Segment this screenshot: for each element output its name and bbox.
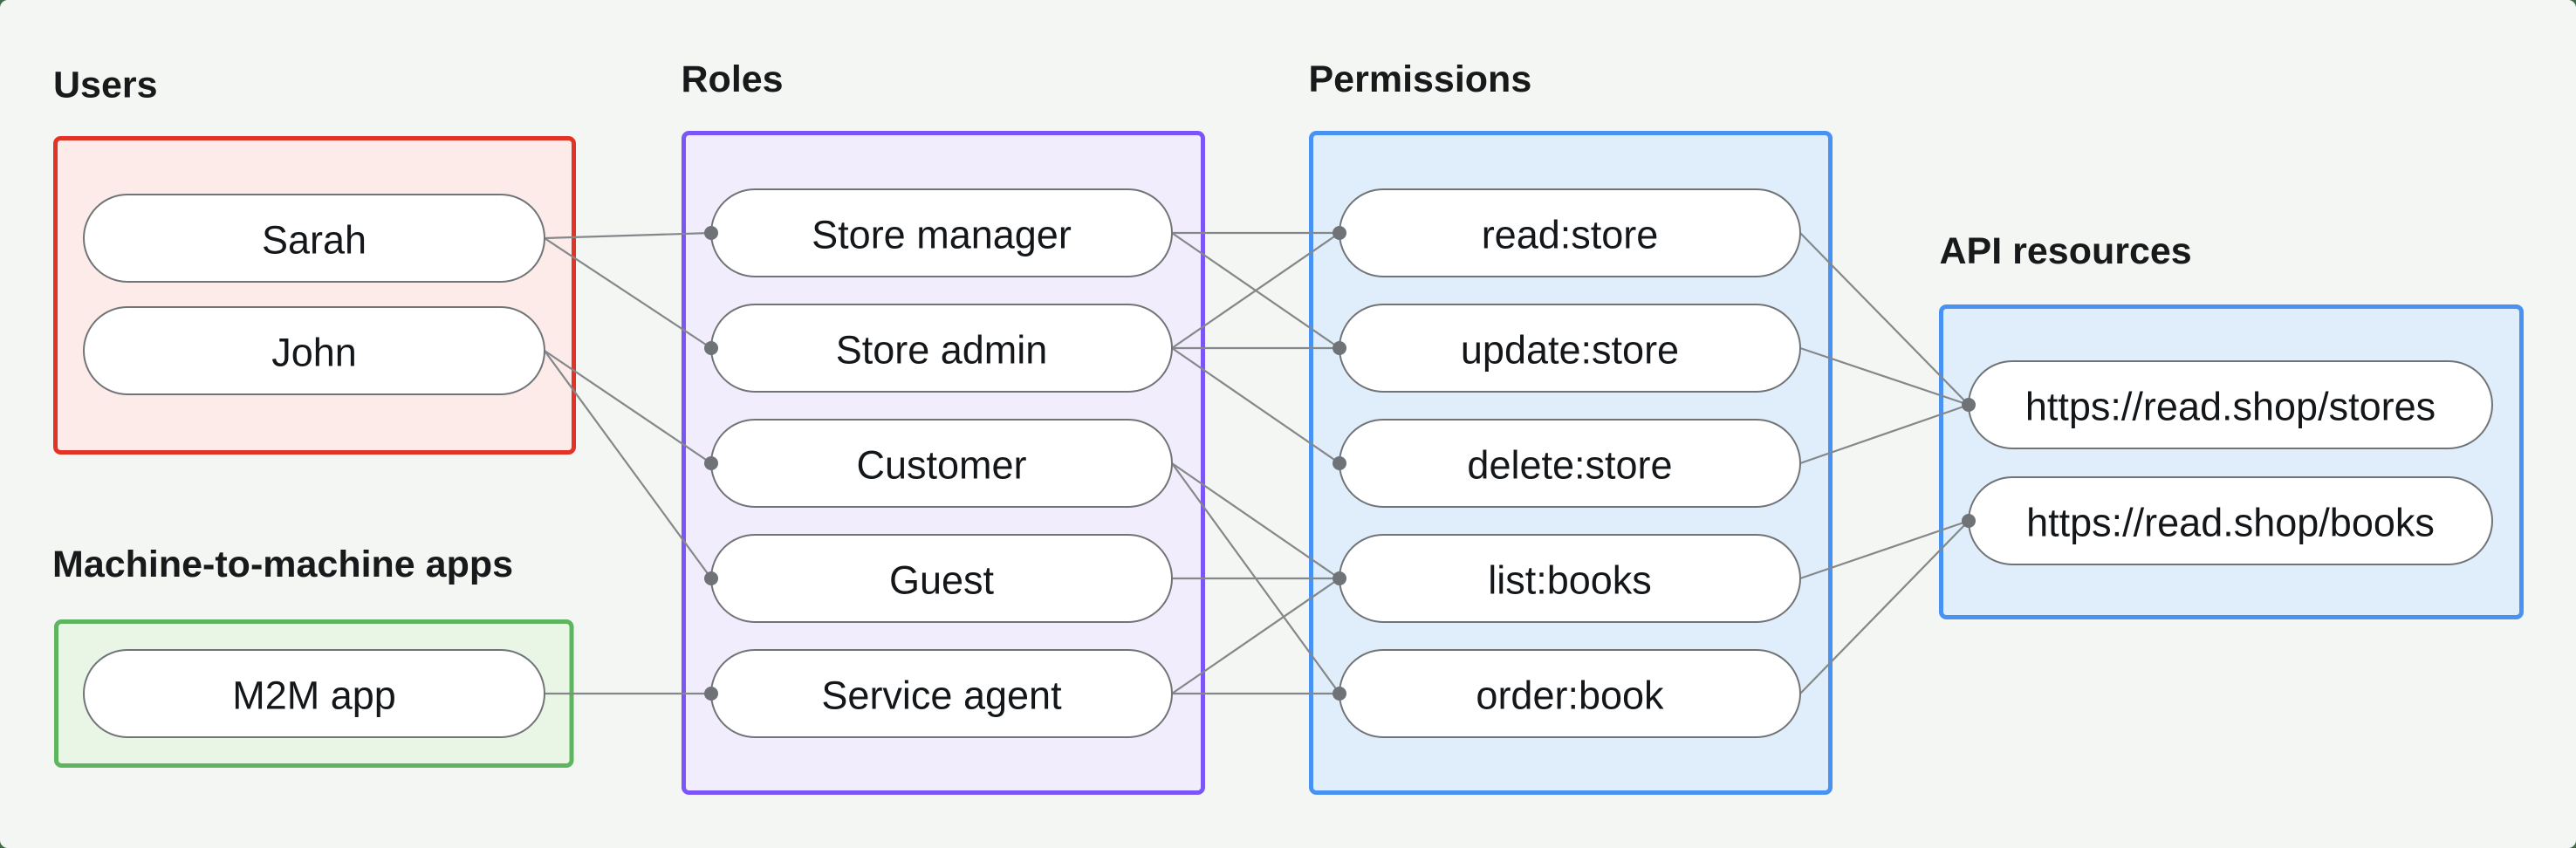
svg-text:update:store: update:store [1461, 328, 1679, 373]
svg-text:Guest: Guest [889, 558, 995, 603]
svg-text:Store admin: Store admin [836, 328, 1048, 373]
svg-text:John: John [271, 331, 357, 375]
svg-text:read:store: read:store [1482, 213, 1659, 257]
svg-text:Store manager: Store manager [812, 213, 1072, 257]
svg-text:Sarah: Sarah [262, 218, 367, 263]
svg-text:list:books: list:books [1488, 558, 1652, 603]
svg-text:API resources: API resources [1940, 230, 2192, 272]
svg-text:Machine-to-machine apps: Machine-to-machine apps [52, 544, 513, 585]
svg-text:Service agent: Service agent [821, 674, 1062, 718]
svg-text:Roles: Roles [682, 58, 784, 100]
svg-text:Users: Users [53, 65, 158, 106]
svg-text:Customer: Customer [856, 443, 1026, 488]
svg-text:delete:store: delete:store [1467, 443, 1672, 488]
svg-text:https://read.shop/books: https://read.shop/books [2026, 501, 2435, 545]
svg-text:M2M app: M2M app [232, 674, 396, 718]
svg-text:https://read.shop/stores: https://read.shop/stores [2025, 385, 2436, 429]
svg-text:order:book: order:book [1476, 674, 1664, 718]
svg-text:Permissions: Permissions [1309, 58, 1532, 100]
